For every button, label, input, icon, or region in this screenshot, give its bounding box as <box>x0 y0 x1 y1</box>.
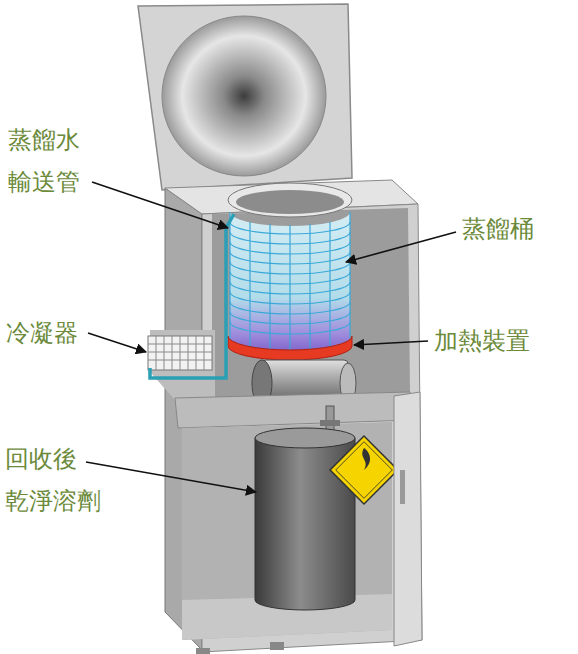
leader-line <box>354 341 428 345</box>
label-anchor: 回收後 乾淨溶劑 <box>5 438 105 522</box>
label-anchor: 蒸餾桶 <box>462 214 572 244</box>
part-label: 蒸餾水 輸送管 <box>8 119 88 203</box>
leader-lines <box>86 182 456 492</box>
leader-line <box>346 232 456 262</box>
part-label: 蒸餾桶 <box>462 214 572 244</box>
label-anchor: 加熱裝置 <box>434 326 574 356</box>
part-label: 加熱裝置 <box>434 326 574 356</box>
label-anchor: 蒸餾水 輸送管 <box>8 119 88 203</box>
leader-line <box>86 462 256 492</box>
leader-line <box>88 333 146 352</box>
part-label: 回收後 乾淨溶劑 <box>5 438 105 522</box>
leader-line <box>92 182 228 228</box>
part-label: 冷凝器 <box>6 318 116 348</box>
label-anchor: 冷凝器 <box>6 318 116 348</box>
